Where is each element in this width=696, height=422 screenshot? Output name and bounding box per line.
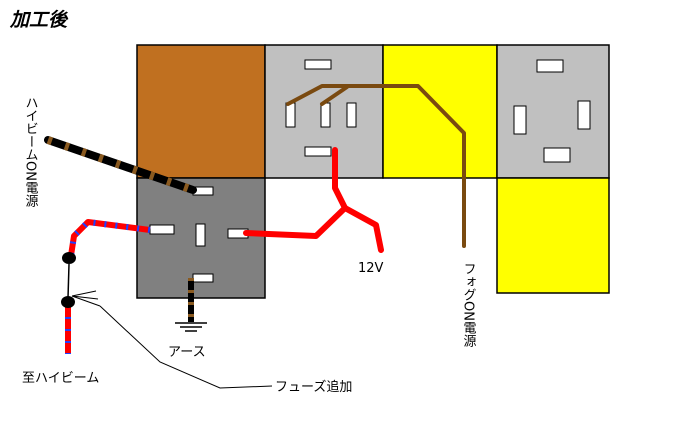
relay-box-brown [136,44,266,179]
ground-label: アース [168,345,206,360]
high-beam-output-wire [65,219,151,354]
diagram-title: 加工後 [9,9,69,31]
high-beam-power-wire [44,136,197,194]
fog-on-power-label: フォグON電源 [461,262,477,347]
twelve-volt-label: 12V [358,261,384,276]
ground-wire [175,278,207,332]
fuse-added-label: フューズ追加 [275,379,352,395]
terminals-dark-gray [149,186,249,283]
high-beam-on-power-label: ハイビームON電源 [23,96,39,207]
fog-wires [286,84,466,248]
relay-box-yellow-bottom [496,177,610,294]
to-high-beam-label: 至ハイビーム [22,371,99,386]
fuse-icon [61,252,76,308]
fuse-callout [71,290,273,389]
relay-box-yellow-top [382,44,498,179]
terminals-gray-right [513,59,591,163]
twelve-volt-wire [243,147,384,253]
